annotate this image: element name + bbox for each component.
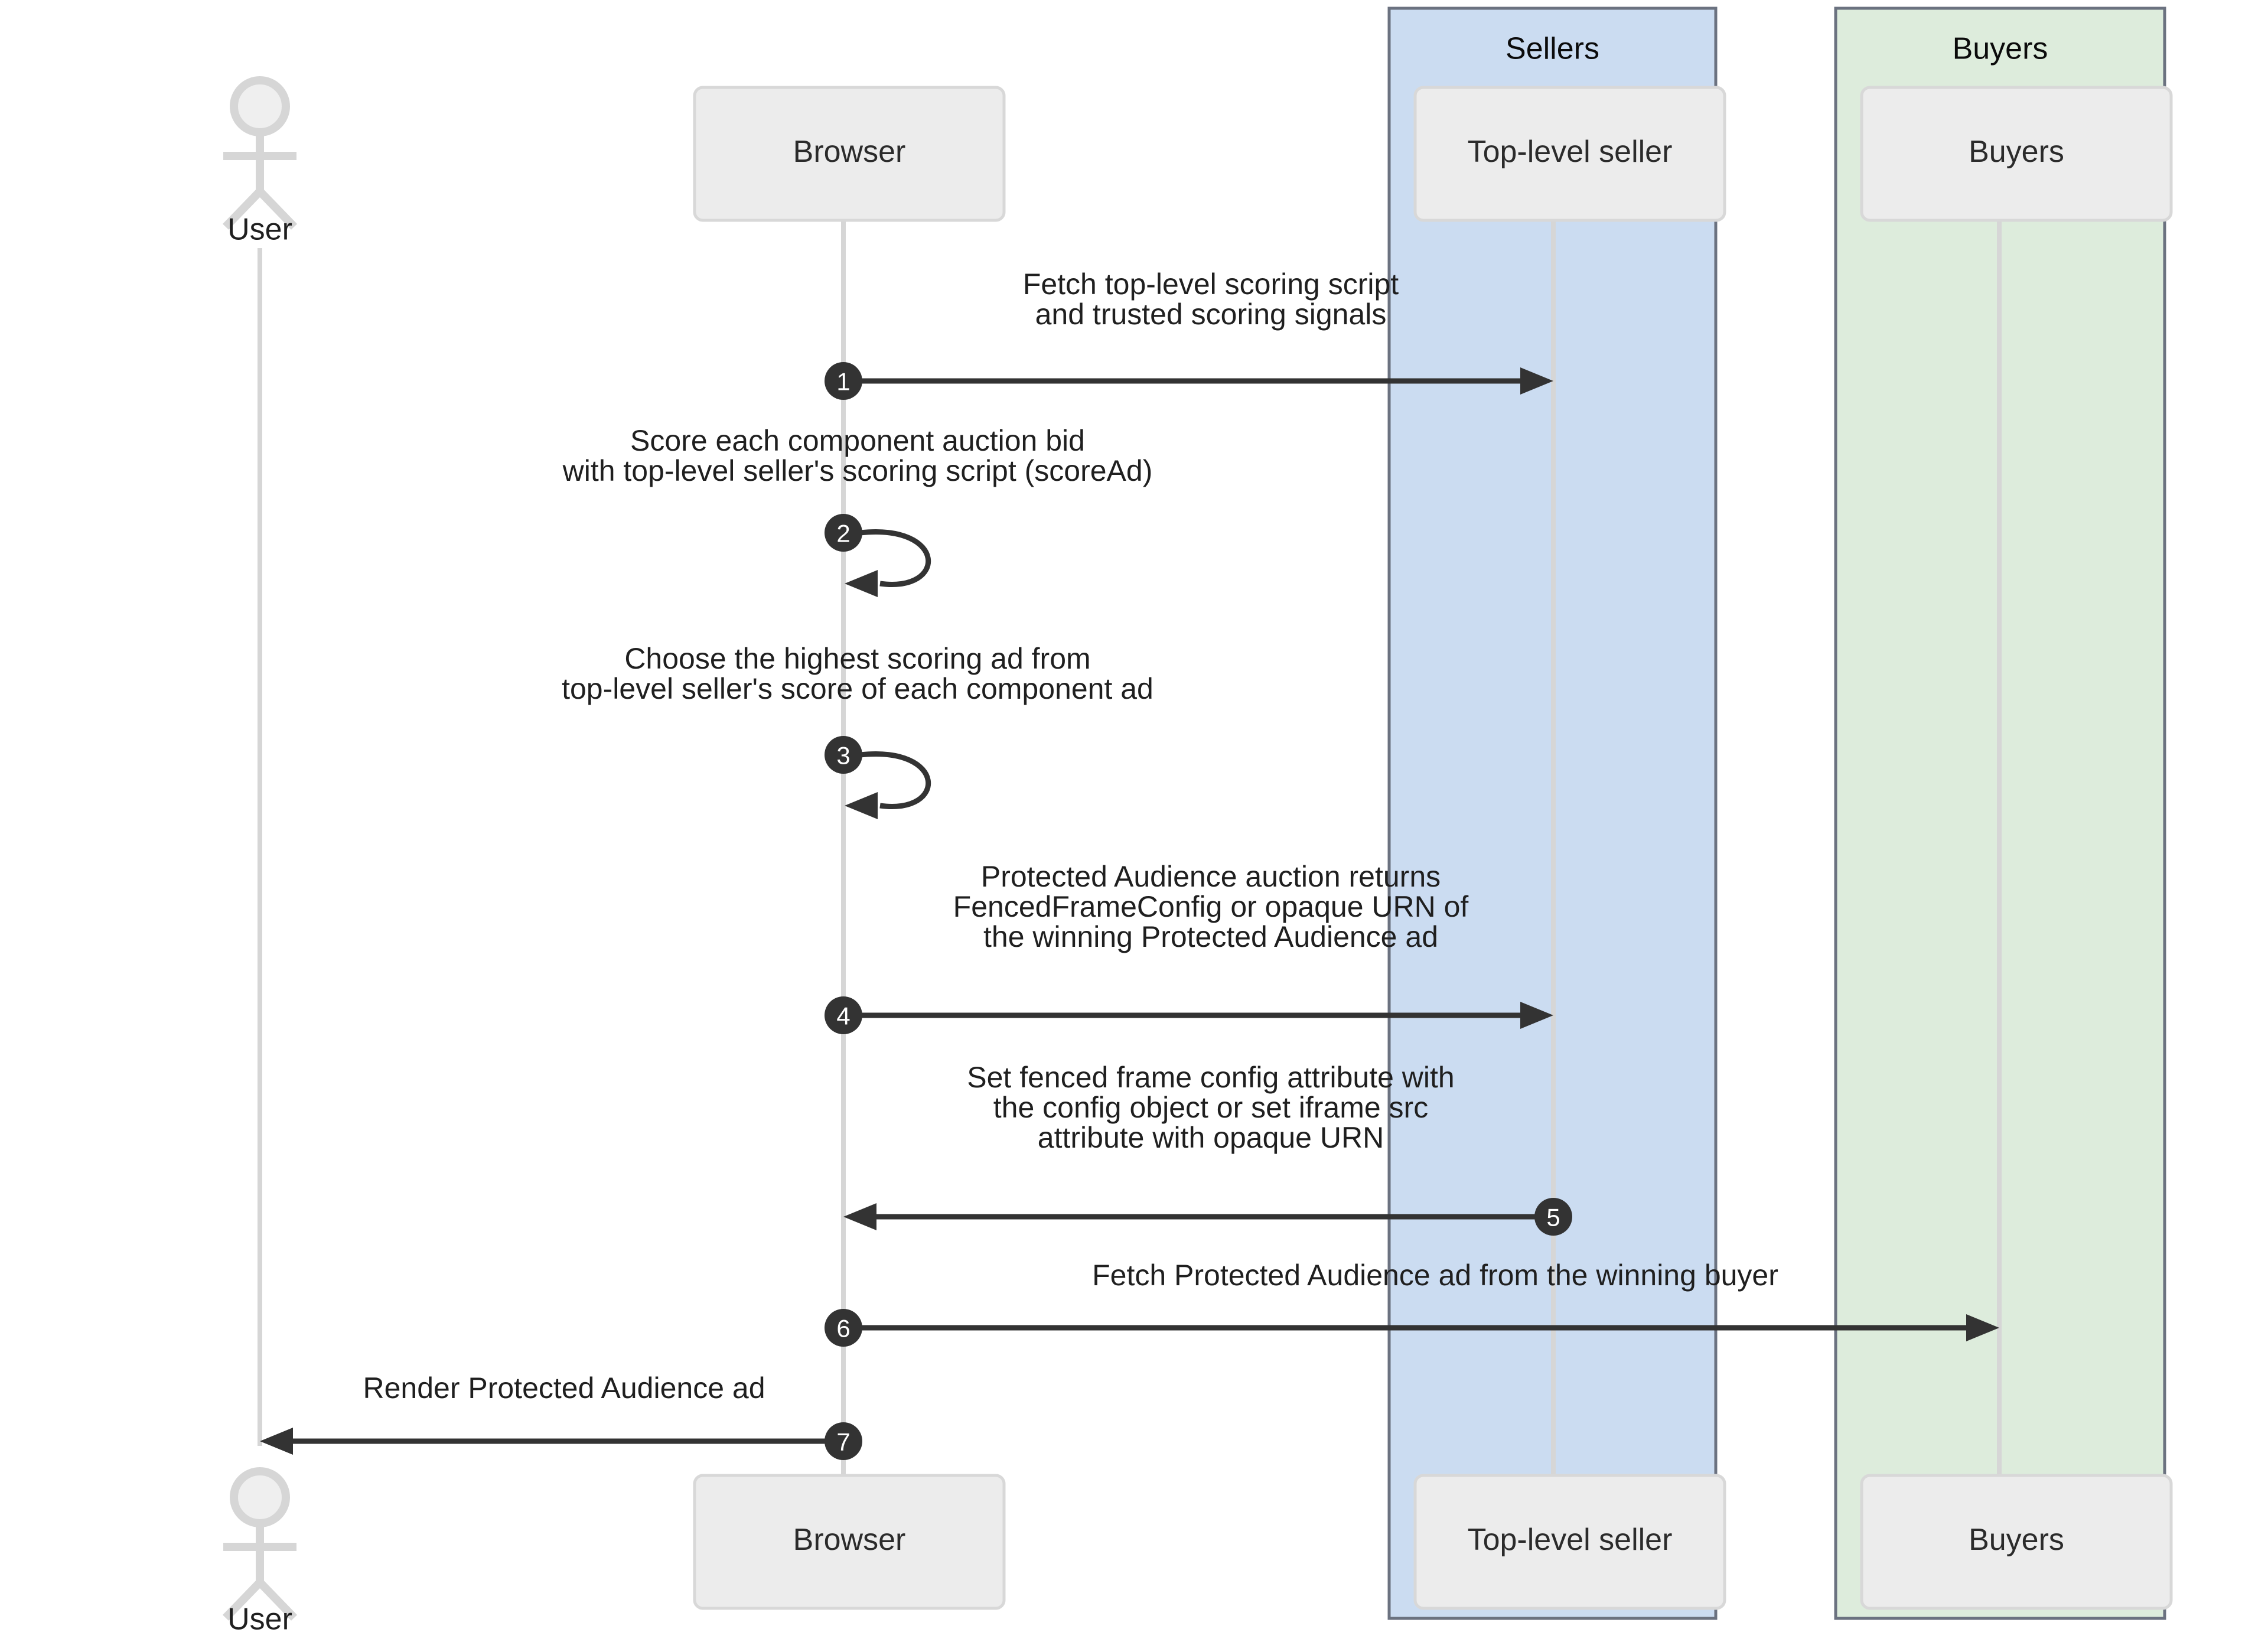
lifelines <box>258 220 2002 1477</box>
message-label: Render Protected Audience ad <box>363 1371 765 1405</box>
group-buyers-label: Buyers <box>1953 32 2048 66</box>
arrowhead-icon <box>845 792 878 819</box>
participant-box <box>693 86 1006 222</box>
participant-buyers-top[interactable]: Buyers <box>1860 86 2173 222</box>
actor-leg-right-icon <box>256 188 298 230</box>
participant-label: Browser <box>793 135 906 169</box>
message-label: Score each component auction bid <box>630 424 1085 457</box>
sequence-badge <box>1534 1198 1572 1236</box>
message-label: attribute with opaque URN <box>1038 1121 1384 1154</box>
actor-leg-right-icon <box>256 1579 298 1621</box>
message-label: Set fenced frame config attribute with <box>967 1061 1454 1094</box>
arrowhead-icon <box>1520 1002 1553 1029</box>
participant-label: Browser <box>793 1523 906 1557</box>
self-loop-path <box>859 529 931 587</box>
arrowhead-icon <box>843 1203 876 1230</box>
sequence-number: 5 <box>1546 1204 1560 1232</box>
self-loop-path <box>859 751 931 809</box>
message-label: Fetch Protected Audience ad from the win… <box>1092 1259 1778 1292</box>
actor-head-icon <box>230 76 290 136</box>
participant-box <box>693 1474 1006 1610</box>
message-label: the winning Protected Audience ad <box>983 920 1438 953</box>
sequence-number: 1 <box>836 368 850 396</box>
sequence-number: 4 <box>836 1002 850 1030</box>
participant-top-level-seller-bottom[interactable]: Top-level seller <box>1413 1474 1726 1610</box>
actor-user-bottom[interactable]: User <box>222 1467 298 1637</box>
message-label: Fetch top-level scoring script <box>1023 268 1399 301</box>
actor-user-top[interactable]: User <box>222 76 298 247</box>
actor-user-label-top: User <box>227 213 292 247</box>
message-label: Choose the highest scoring ad from <box>624 642 1090 675</box>
arrowhead-icon <box>845 570 878 597</box>
sequence-badge <box>825 1309 862 1347</box>
actor-leg-left-icon <box>222 1579 263 1621</box>
sequence-number: 7 <box>836 1428 850 1456</box>
participant-browser-top[interactable]: Browser <box>693 86 1006 222</box>
message-label: the config object or set iframe src <box>993 1091 1428 1124</box>
arrowhead-icon <box>1520 367 1553 395</box>
sequence-number: 2 <box>836 520 850 548</box>
sequence-badge <box>825 514 862 552</box>
sequence-number: 3 <box>836 742 850 770</box>
message-label: Protected Audience auction returns <box>981 860 1441 893</box>
participant-label: Buyers <box>1969 1523 2064 1557</box>
message-label: top-level seller's score of each compone… <box>562 672 1153 705</box>
participant-label: Top-level seller <box>1468 135 1673 169</box>
participant-box <box>1413 86 1726 222</box>
message-7[interactable]: Render Protected Audience ad 7 <box>260 1371 862 1460</box>
actor-head-icon <box>230 1467 290 1527</box>
participant-box <box>1413 1474 1726 1610</box>
actor-user-label-bottom: User <box>227 1602 292 1637</box>
participant-buyers-bottom[interactable]: Buyers <box>1860 1474 2173 1610</box>
participant-browser-bottom[interactable]: Browser <box>693 1474 1006 1610</box>
message-5[interactable]: Set fenced frame config attribute withth… <box>843 1061 1572 1236</box>
arrowhead-icon <box>260 1428 293 1455</box>
sequence-badge <box>825 362 862 400</box>
group-sellers-label: Sellers <box>1506 32 1599 66</box>
participant-label: Buyers <box>1969 135 2064 169</box>
actor-leg-left-icon <box>222 188 263 230</box>
arrowhead-icon <box>1966 1314 1999 1341</box>
participant-label: Top-level seller <box>1468 1523 1673 1557</box>
message-label: with top-level seller's scoring script (… <box>562 454 1153 487</box>
message-4[interactable]: Protected Audience auction returnsFenced… <box>825 860 1553 1034</box>
message-6[interactable]: Fetch Protected Audience ad from the win… <box>825 1259 1999 1347</box>
sequence-badge <box>825 1422 862 1460</box>
participant-box <box>1860 86 2173 222</box>
sequence-badge <box>825 996 862 1034</box>
message-3[interactable]: Choose the highest scoring ad fromtop-le… <box>562 642 1153 819</box>
sequence-badge <box>825 736 862 774</box>
participant-box <box>1860 1474 2173 1610</box>
sequence-number: 6 <box>836 1315 850 1343</box>
message-label: and trusted scoring signals <box>1035 298 1387 331</box>
message-label: FencedFrameConfig or opaque URN of <box>953 890 1469 923</box>
participant-top-level-seller-top[interactable]: Top-level seller <box>1413 86 1726 222</box>
